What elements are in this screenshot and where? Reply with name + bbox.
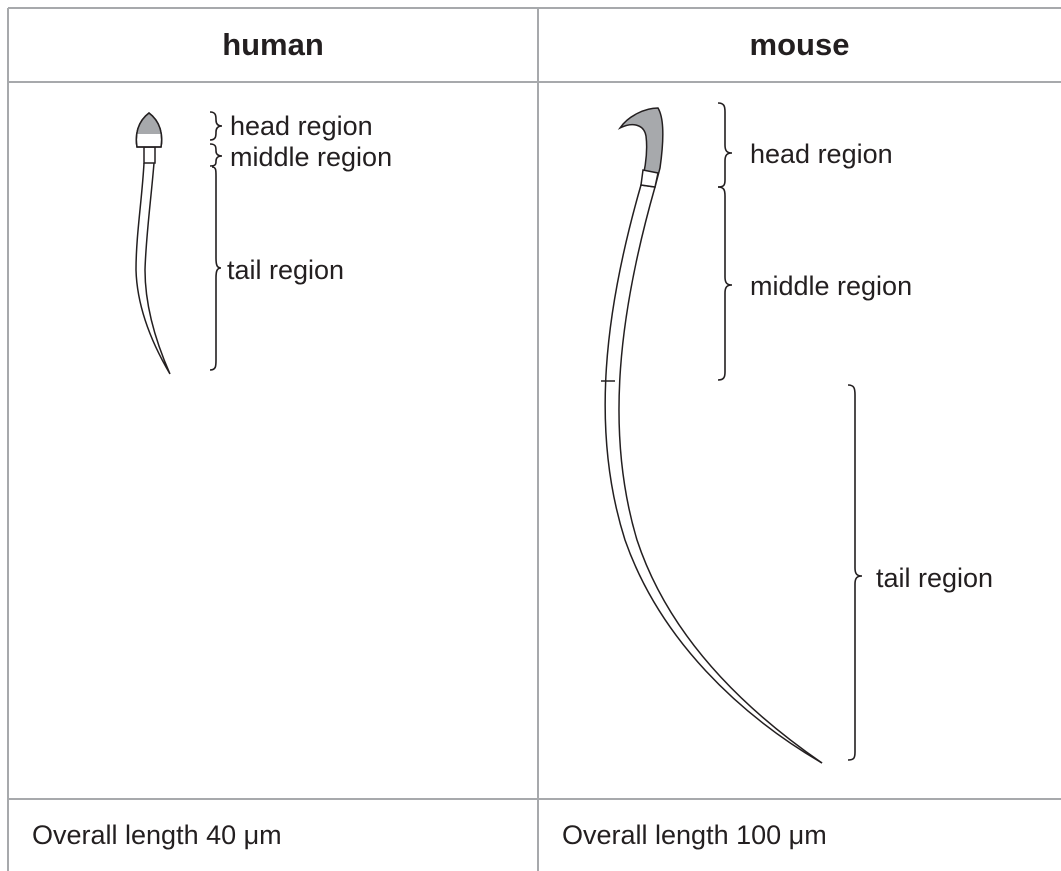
mouse-sperm-illustration [601, 108, 822, 763]
mouse-middle-brace [718, 187, 732, 380]
human-sperm-illustration [136, 113, 170, 374]
mouse-sperm-head-neck [641, 170, 658, 187]
human-middle-label: middle region [230, 144, 392, 171]
mouse-head-label: head region [750, 141, 893, 168]
mouse-braces [718, 103, 862, 760]
mouse-tail-label: tail region [876, 565, 993, 592]
human-sperm-midpiece [144, 147, 155, 163]
mouse-middle-label: middle region [750, 273, 912, 300]
human-sperm-tail [136, 163, 170, 374]
mouse-tail-brace [848, 385, 862, 760]
table-grid [8, 8, 1061, 871]
human-tail-brace [210, 167, 221, 370]
mouse-head-brace [718, 103, 732, 187]
human-head-brace [210, 112, 222, 140]
human-head-label: head region [230, 113, 373, 140]
human-tail-label: tail region [227, 257, 344, 284]
human-overall-length: Overall length 40 μm [8, 800, 538, 871]
human-middle-brace [210, 144, 222, 166]
column-header-mouse: mouse [538, 7, 1061, 82]
human-braces [210, 112, 222, 370]
mouse-overall-length: Overall length 100 μm [538, 800, 1061, 871]
column-header-human: human [8, 7, 538, 82]
